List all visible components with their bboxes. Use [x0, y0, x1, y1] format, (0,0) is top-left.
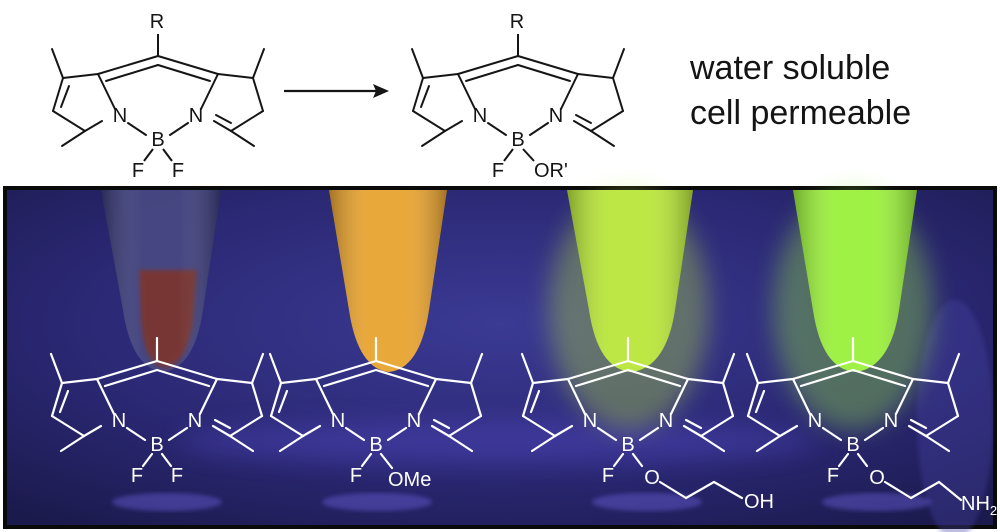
tube-reflection-4	[822, 493, 932, 511]
product-structure: R N N B F OR'	[411, 11, 625, 182]
compound-4-o-atom: O	[869, 467, 885, 489]
product-f-atom: F	[492, 160, 504, 182]
product-n-right: N	[549, 105, 563, 127]
tube-reflection-2	[322, 493, 432, 511]
reaction-scheme: R N N B F F R N N B F OR' water soluble	[0, 0, 1000, 185]
reactant-b-atom: B	[151, 129, 164, 151]
compound-1-n-right: N	[188, 410, 202, 432]
compound-3-n-right: N	[659, 410, 673, 432]
background-tube	[917, 300, 993, 532]
compound-3-n-left: N	[583, 410, 597, 432]
compound-3-oh-group: OH	[744, 491, 774, 513]
compound-4-n-left: N	[808, 410, 822, 432]
compound-3-o-atom: O	[644, 467, 660, 489]
compound-2-b-atom: B	[369, 434, 382, 456]
compound-2-ome-group: OMe	[388, 469, 431, 491]
photo-panel: N N B F F N N B F OMe N N	[3, 186, 997, 532]
compound-4-b-atom: B	[846, 434, 859, 456]
reactant-n-right: N	[189, 105, 203, 127]
reactant-f2-atom: F	[172, 160, 184, 182]
compound-4-nh2-group: NH2	[961, 493, 997, 518]
compound-4-nh2-subscript: 2	[990, 503, 997, 518]
bench-reflection	[177, 420, 817, 464]
compound-3-structure: N N B F O OH	[520, 336, 774, 513]
product-b-atom: B	[511, 129, 524, 151]
tube-reflection-3	[592, 493, 702, 511]
compound-1-f2-atom: F	[171, 465, 183, 487]
reaction-arrow	[284, 84, 389, 98]
compound-1-f1-atom: F	[131, 465, 143, 487]
compound-2-n-right: N	[407, 410, 421, 432]
tube-2	[329, 190, 447, 372]
tube-reflection-1	[112, 493, 222, 511]
product-n-left: N	[473, 105, 487, 127]
reaction-scheme-svg: R N N B F F R N N B F OR'	[51, 11, 625, 182]
product-or-group: OR'	[534, 160, 568, 182]
compound-4-n-right: N	[884, 410, 898, 432]
compound-2-structure: N N B F OMe	[268, 336, 484, 491]
compound-2-n-left: N	[331, 410, 345, 432]
compound-1-n-left: N	[112, 410, 126, 432]
product-r-label: R	[510, 11, 524, 33]
reactant-structure: R N N B F F	[51, 11, 265, 182]
reactant-f1-atom: F	[132, 160, 144, 182]
compound-3-f-atom: F	[602, 465, 614, 487]
tube-4	[773, 190, 933, 430]
reactant-r-label: R	[150, 11, 164, 33]
compound-2-f-atom: F	[350, 465, 362, 487]
property-list: water soluble cell permeable	[690, 46, 911, 136]
compound-4-f-atom: F	[827, 465, 839, 487]
property-cell-permeable: cell permeable	[690, 94, 912, 132]
compound-1-structure: N N B F F	[49, 336, 265, 487]
compound-3-b-atom: B	[621, 434, 634, 456]
compound-1-b-atom: B	[150, 434, 163, 456]
tube-3	[549, 190, 709, 430]
reactant-n-left: N	[113, 105, 127, 127]
compound-4-structure: N N B F O NH2	[745, 336, 997, 518]
tube-1	[101, 190, 221, 372]
fluorescence-photo: N N B F F N N B F OMe N N	[7, 190, 997, 532]
property-water-soluble: water soluble	[690, 49, 891, 87]
compound-4-nh-text: NH	[961, 493, 990, 515]
